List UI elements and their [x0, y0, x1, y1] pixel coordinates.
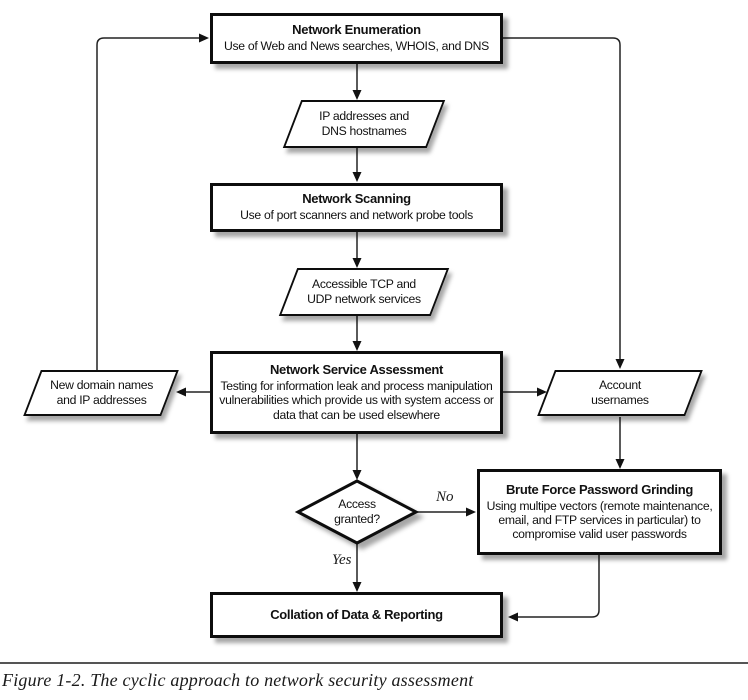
decision-diamond	[294, 479, 420, 545]
figure-caption: Figure 1-2. The cyclic approach to netwo…	[2, 670, 474, 690]
node-title: Network Service Assessment	[269, 362, 444, 378]
node-ip-addresses-dns-hostnames: IP addresses and DNS hostnames	[282, 100, 446, 148]
arrowhead-into-decision	[352, 470, 362, 480]
edge-label-no: No	[436, 489, 454, 505]
connector-bruteforce-to-collation	[518, 555, 600, 618]
arrowhead-into-enumeration	[199, 33, 209, 43]
node-brute-force-password-grinding: Brute Force Password Grinding Using mult…	[477, 469, 722, 555]
node-label: Accessible TCP and UDP network services	[307, 277, 421, 306]
arrowhead-into-accounts-top	[615, 359, 625, 369]
node-label: New domain names and IP addresses	[49, 378, 153, 407]
arrowhead-into-bruteforce-left	[466, 507, 476, 517]
node-title: Collation of Data & Reporting	[270, 606, 443, 622]
node-title: Network Enumeration	[292, 22, 421, 38]
arrowhead-into-scanning	[352, 172, 362, 182]
node-network-scanning: Network Scanning Use of port scanners an…	[210, 183, 503, 232]
node-description: Use of port scanners and network probe t…	[240, 208, 473, 223]
connector-enumeration-to-accounts	[503, 37, 621, 359]
caption-divider	[0, 662, 748, 664]
connector-newdomains-to-enumeration	[96, 37, 199, 371]
node-label: IP addresses and DNS hostnames	[319, 109, 409, 138]
node-label: Account usernames	[591, 378, 649, 407]
arrowhead-into-ipdns	[352, 90, 362, 100]
node-description: Use of Web and News searches, WHOIS, and…	[224, 39, 489, 54]
node-title: Network Scanning	[302, 191, 411, 207]
node-description: Using multipe vectors (remote maintenanc…	[486, 498, 713, 542]
node-title: Brute Force Password Grinding	[505, 481, 694, 497]
node-new-domain-names-ip-addresses: New domain names and IP addresses	[23, 370, 179, 416]
node-description: Testing for information leak and process…	[219, 379, 494, 422]
node-access-granted-label: Access granted?	[334, 497, 380, 526]
node-accessible-tcp-udp-services: Accessible TCP and UDP network services	[278, 268, 450, 316]
node-network-enumeration: Network Enumeration Use of Web and News …	[210, 13, 503, 64]
node-collation-of-data-reporting: Collation of Data & Reporting	[210, 592, 503, 638]
arrowhead-into-accounts-left	[537, 387, 547, 397]
arrowhead-into-collation-right	[508, 612, 518, 622]
node-account-usernames: Account usernames	[537, 370, 703, 416]
edge-label-yes: Yes	[332, 552, 352, 568]
arrowhead-into-collation-top	[352, 582, 362, 592]
arrowhead-into-bruteforce-top	[615, 459, 625, 469]
arrowhead-into-assessment	[352, 341, 362, 351]
arrowhead-into-tcpudp	[352, 258, 362, 268]
node-network-service-assessment: Network Service Assessment Testing for i…	[210, 351, 503, 434]
arrowhead-into-newdomains	[176, 387, 186, 397]
